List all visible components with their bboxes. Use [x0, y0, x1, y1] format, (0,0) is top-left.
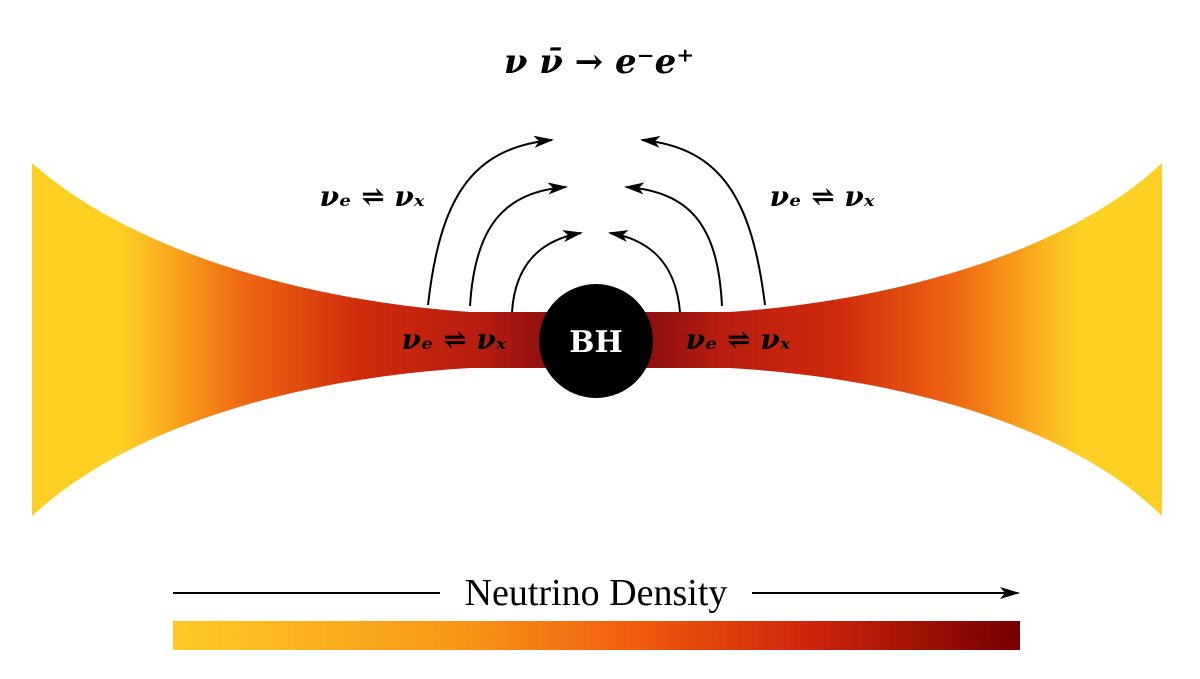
flow-arrow-left-inner	[511, 230, 583, 313]
oscillation-label-upper-right: νₑ ⇌ νₓ	[770, 180, 875, 213]
flow-arrow-right-inner	[608, 230, 681, 313]
black-hole	[539, 284, 653, 398]
density-label: Neutrino Density	[465, 572, 728, 614]
density-colorbar	[173, 621, 1020, 650]
flow-arrow-left-outer	[427, 135, 554, 306]
flow-arrow-right-outer	[640, 135, 766, 306]
flow-arrow-right-middle	[624, 182, 723, 307]
flow-arrow-left-middle	[469, 182, 568, 307]
oscillation-label-upper-left: νₑ ⇌ νₓ	[320, 180, 425, 213]
black-hole-label: BH	[569, 325, 623, 360]
oscillation-label-disk-right: νₑ ⇌ νₓ	[686, 323, 791, 356]
reaction-label: ν ν̄ → e⁻e⁺	[504, 42, 694, 82]
oscillation-label-disk-left: νₑ ⇌ νₓ	[402, 323, 507, 356]
